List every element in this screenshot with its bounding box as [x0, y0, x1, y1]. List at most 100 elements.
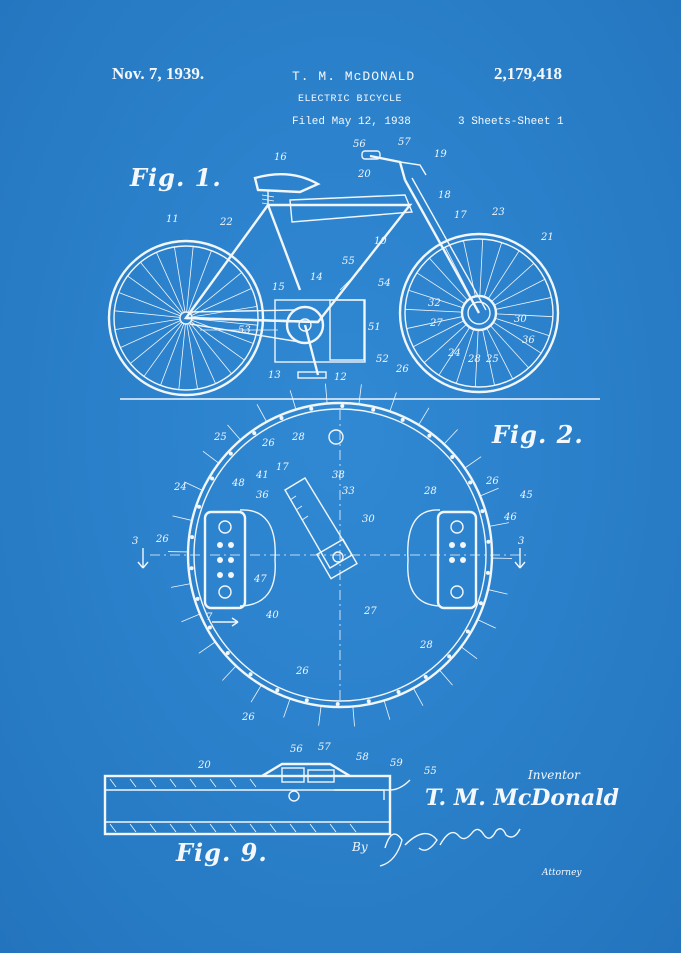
spoke [118, 292, 181, 317]
spoke [140, 262, 183, 314]
patent-number: 2,179,418 [494, 64, 562, 83]
inventor-label: Inventor [528, 768, 580, 782]
svg-text:28: 28 [291, 432, 305, 443]
svg-text:46: 46 [503, 512, 517, 523]
spoke [202, 450, 220, 464]
svg-text:47: 47 [253, 574, 267, 585]
rim-hole [427, 433, 432, 438]
rim-hole [335, 701, 340, 706]
rim-hole [480, 509, 485, 514]
spoke [474, 329, 479, 387]
spoke [250, 684, 262, 703]
svg-text:26: 26 [485, 476, 499, 487]
spoke [127, 275, 182, 315]
spoke [227, 424, 241, 441]
rim-hole [450, 455, 455, 460]
svg-text:18: 18 [438, 190, 451, 201]
rim-hole [366, 699, 371, 704]
svg-text:32: 32 [428, 298, 441, 309]
spoke [455, 329, 475, 384]
spoke [406, 316, 463, 329]
svg-text:36: 36 [256, 490, 269, 501]
spoke [491, 263, 535, 302]
svg-text:28: 28 [419, 640, 433, 651]
svg-text:13: 13 [268, 370, 281, 381]
rim-hole [228, 451, 233, 456]
spoke [429, 257, 468, 301]
spoke [487, 250, 520, 299]
svg-text:27: 27 [429, 318, 443, 329]
spoke [495, 297, 552, 310]
rim-hole [447, 654, 452, 659]
rim-hole [207, 625, 212, 630]
fig1-bicycle-drawing [107, 150, 600, 400]
svg-text:7: 7 [206, 612, 213, 623]
svg-text:25: 25 [485, 354, 499, 365]
rim-hole [309, 406, 314, 411]
svg-text:26: 26 [241, 712, 255, 723]
filed-date: Filed May 12, 1938 [292, 116, 411, 128]
svg-text:17: 17 [276, 462, 289, 473]
rim-hole [400, 417, 405, 422]
svg-text:38: 38 [332, 470, 345, 481]
spoke [187, 250, 212, 313]
spoke [189, 322, 232, 374]
spoke [188, 323, 216, 384]
svg-text:26: 26 [295, 666, 309, 677]
svg-text:25: 25 [213, 432, 227, 443]
rim-hole [423, 674, 428, 679]
fig2-rim-holes [189, 404, 491, 706]
spoke [443, 429, 458, 445]
spoke [184, 481, 203, 491]
spoke [438, 327, 471, 376]
spoke [174, 246, 186, 313]
svg-text:20: 20 [197, 760, 211, 771]
inventor-signature: T. M. McDonald [425, 785, 620, 811]
svg-text:59: 59 [390, 758, 403, 769]
spoke [191, 319, 254, 344]
svg-text:24: 24 [447, 348, 461, 359]
spoke [143, 322, 183, 377]
spoke [190, 321, 245, 361]
spoke [186, 323, 198, 390]
svg-text:40: 40 [265, 610, 279, 621]
spoke [171, 583, 191, 588]
spoke [178, 323, 186, 390]
svg-text:12: 12 [334, 372, 347, 383]
svg-text:52: 52 [376, 354, 389, 365]
svg-text:30: 30 [514, 314, 527, 325]
svg-text:45: 45 [519, 490, 533, 501]
spoke [172, 515, 193, 521]
spoke [477, 619, 496, 629]
svg-text:56: 56 [353, 139, 366, 150]
spoke [383, 700, 391, 720]
svg-text:55: 55 [342, 256, 355, 267]
fig2-reference-numerals: 25 28 26 24 48 41 36 17 38 33 30 28 26 4… [132, 432, 533, 723]
svg-text:55: 55 [424, 766, 437, 777]
spoke [190, 272, 242, 315]
svg-text:26: 26 [261, 438, 275, 449]
fig2-spoke-stubs [168, 383, 512, 727]
inventor-name-header: T. M. McDONALD [292, 69, 416, 84]
rim-hole [225, 650, 230, 655]
svg-text:15: 15 [272, 282, 285, 293]
spoke [405, 308, 463, 313]
rim-hole [210, 476, 215, 481]
fig1-reference-numerals: 16 56 57 19 20 18 11 22 23 21 17 10 55 5… [166, 137, 554, 383]
spoke [191, 288, 252, 316]
svg-text:26: 26 [155, 534, 169, 545]
svg-text:24: 24 [173, 482, 187, 493]
svg-text:16: 16 [274, 152, 287, 163]
rim-hole [304, 698, 309, 703]
spoke [482, 329, 495, 386]
fig9-reference-numerals: 20 56 57 58 59 55 [197, 742, 437, 777]
spoke [318, 705, 322, 726]
spoke [483, 242, 503, 297]
attorney-signature [379, 828, 521, 867]
svg-text:41: 41 [255, 470, 269, 481]
rim-hole [485, 570, 490, 575]
svg-text:26: 26 [395, 364, 409, 375]
spoke [439, 669, 453, 686]
spoke [493, 278, 546, 306]
